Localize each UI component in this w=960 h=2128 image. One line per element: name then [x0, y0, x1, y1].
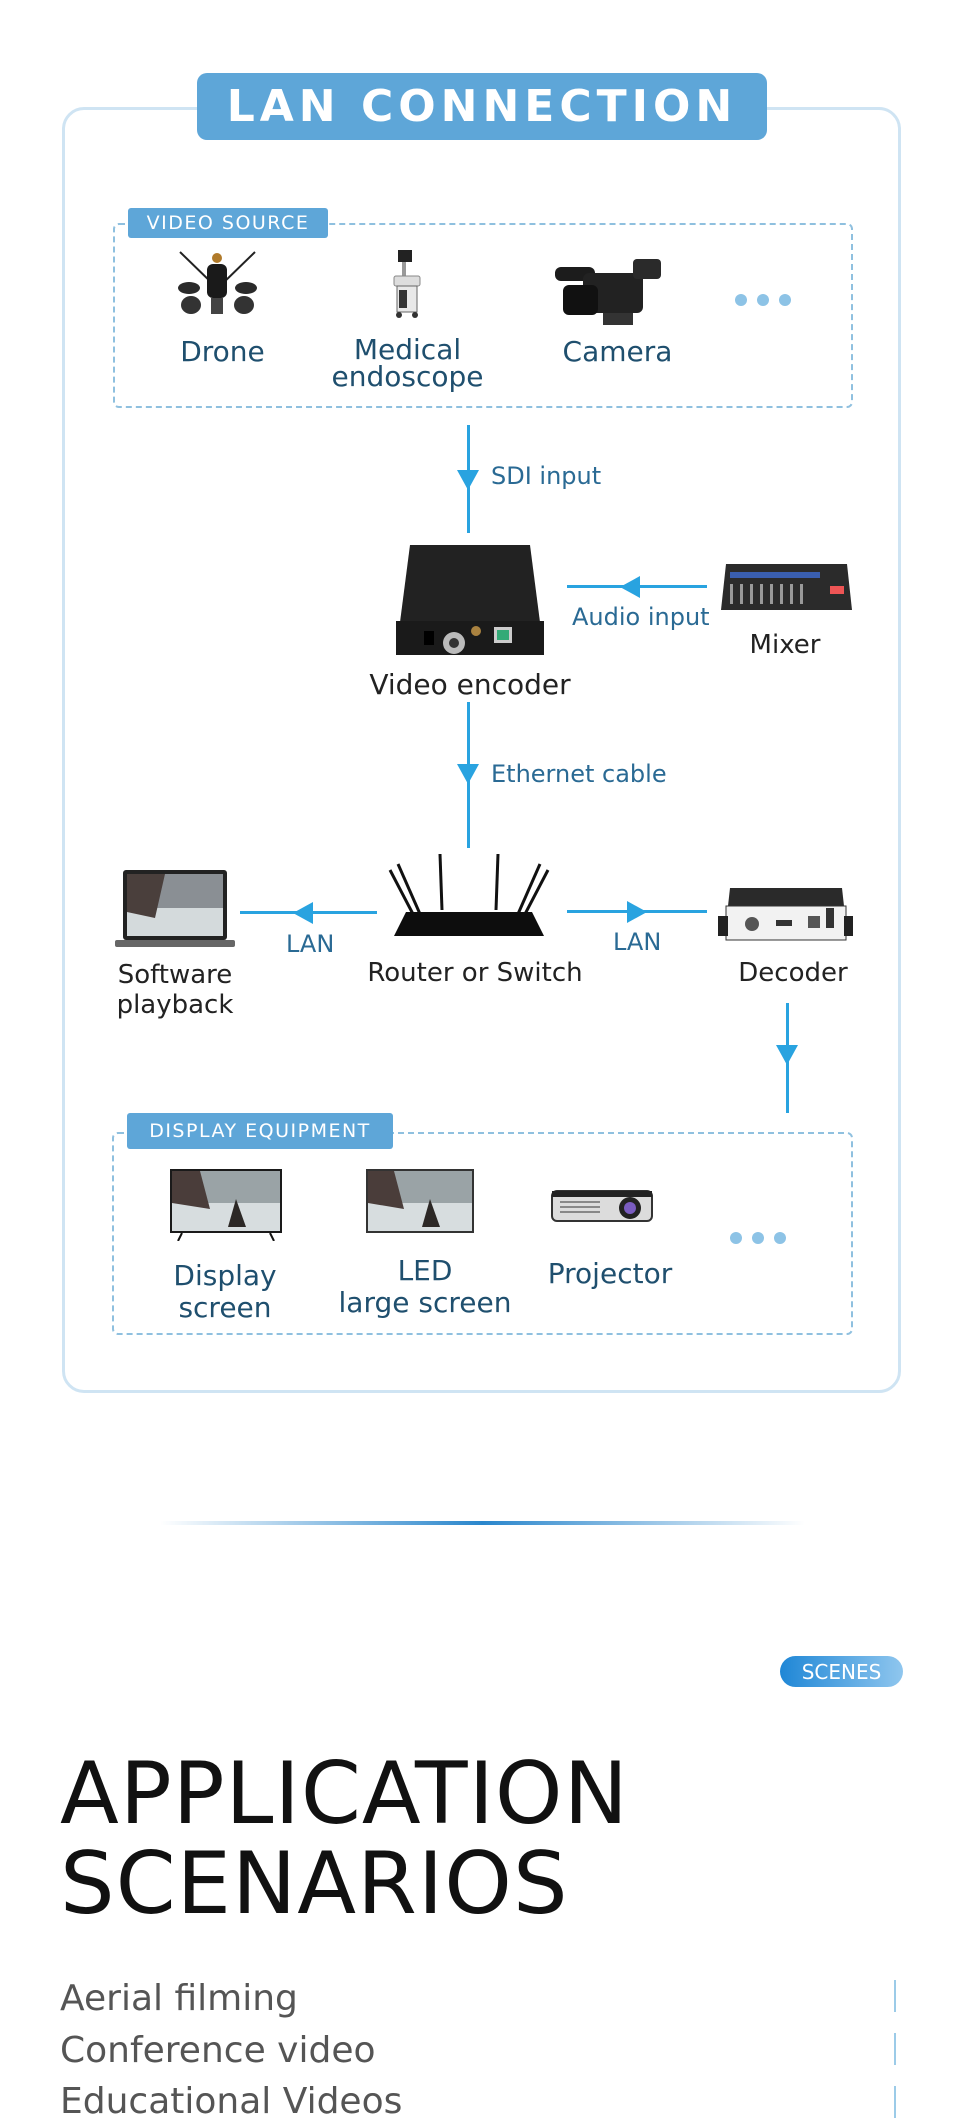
scenario-item: Conference video	[60, 2030, 376, 2071]
arrow-down-icon	[457, 764, 479, 784]
projector-icon	[550, 1188, 654, 1223]
video-source-box	[113, 223, 853, 408]
ultrasound-machine-icon	[388, 248, 428, 320]
router-icon	[384, 852, 554, 942]
endoscope-label-line2: endoscope	[331, 360, 484, 393]
drone-icon	[175, 250, 260, 322]
audio-mixer-icon	[720, 562, 853, 612]
drone-label: Drone	[180, 335, 265, 368]
scenario-item: Educational Videos	[60, 2081, 403, 2122]
sdi-input-label: SDI input	[491, 462, 602, 490]
display-screen-line2: screen	[178, 1291, 272, 1324]
led-screen-icon	[366, 1169, 474, 1233]
heading-line2: SCENARIOS	[60, 1834, 569, 1934]
tv-display-icon	[170, 1169, 282, 1241]
ethernet-cable-label: Ethernet cable	[491, 760, 667, 788]
endoscope-label-line1: Medical	[353, 333, 462, 366]
heading-line1: APPLICATION	[60, 1744, 629, 1844]
display-screen-label: Display screen	[150, 1260, 300, 1324]
endoscope-label: Medical endoscope	[330, 333, 485, 393]
software-playback-line1: Software	[117, 960, 233, 990]
divider-line	[160, 1521, 805, 1525]
video-encoder-icon	[394, 543, 546, 668]
video-encoder-label: Video encoder	[369, 668, 571, 701]
scenario-bar	[894, 2086, 896, 2118]
led-screen-line1: LED	[397, 1254, 453, 1287]
decoder-icon	[718, 886, 853, 944]
led-screen-label: LED large screen	[335, 1255, 515, 1319]
audio-input-label: Audio input	[572, 603, 710, 631]
decoder-label: Decoder	[738, 958, 848, 988]
arrow-left-icon	[293, 902, 313, 924]
arrow-down-icon	[776, 1045, 798, 1065]
arrow-left-icon	[620, 576, 640, 598]
more-displays-icon	[730, 1232, 786, 1244]
software-playback-label: Software playback	[105, 960, 245, 1020]
display-equipment-box	[112, 1132, 853, 1335]
mixer-label: Mixer	[749, 630, 821, 660]
arrow-down-icon	[457, 470, 479, 490]
projector-label: Projector	[547, 1257, 673, 1290]
laptop-icon	[115, 868, 235, 949]
scenario-bar	[894, 2033, 896, 2065]
camera-label: Camera	[562, 335, 673, 368]
led-screen-line2: large screen	[338, 1286, 512, 1319]
more-sources-icon	[735, 294, 791, 306]
scenario-item: Aerial filming	[60, 1978, 298, 2019]
video-source-tag: VIDEO SOURCE	[128, 208, 328, 238]
section-title: LAN CONNECTION	[197, 73, 767, 140]
scenes-badge: SCENES	[780, 1656, 903, 1687]
lan-right-label: LAN	[613, 928, 662, 956]
display-screen-line1: Display	[173, 1259, 277, 1292]
lan-left-label: LAN	[286, 930, 335, 958]
software-playback-line2: playback	[116, 990, 234, 1020]
router-label: Router or Switch	[367, 958, 583, 988]
scenario-bar	[894, 1980, 896, 2012]
arrow-right-icon	[627, 901, 647, 923]
display-equipment-tag: DISPLAY EQUIPMENT	[127, 1113, 393, 1149]
camcorder-icon	[553, 255, 668, 328]
